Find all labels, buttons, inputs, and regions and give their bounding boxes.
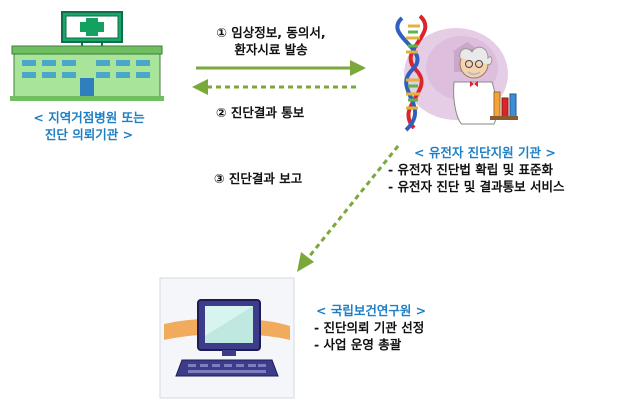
institute-title: < 국립보건연구원 > [316,303,427,318]
step3-label: ③ 진단결과 보고 [214,171,303,186]
hospital-label: < 지역거점병원 또는 진단 의뢰기관 > [4,109,174,143]
genetics-center-item-2: - 유전자 진단 및 결과통보 서비스 [388,179,565,194]
genetics-center-item-1: - 유전자 진단법 확립 및 표준화 [388,162,553,177]
institute-info: < 국립보건연구원 > - 진단의뢰 기관 선정 - 사업 운영 총괄 [314,302,426,353]
dna-scientist-illustration [395,14,518,132]
institute-item-1: - 진단의뢰 기관 선정 [314,320,425,335]
step1-label: ① 임상정보, 동의서, 환자시료 발송 [196,24,346,58]
computer-icon [159,277,295,399]
step2-label: ② 진단결과 통보 [216,105,305,120]
arrow-report-results [297,145,400,272]
hospital-building-icon [10,11,164,101]
genetics-center-title: < 유전자 진단지원 기관 > [414,145,556,160]
arrow-notify-results [192,79,356,95]
hospital-label-line2: 진단 의뢰기관 > [44,127,134,142]
step1-label-line2: 환자시료 발송 [234,42,308,57]
step1-label-line1: ① 임상정보, 동의서, [216,25,326,40]
institute-item-2: - 사업 운영 총괄 [314,337,402,352]
hospital-label-line1: < 지역거점병원 또는 [33,110,145,125]
genetics-center-info: < 유전자 진단지원 기관 > - 유전자 진단법 확립 및 표준화 - 유전자… [388,144,564,195]
arrow-send-samples [196,60,366,76]
